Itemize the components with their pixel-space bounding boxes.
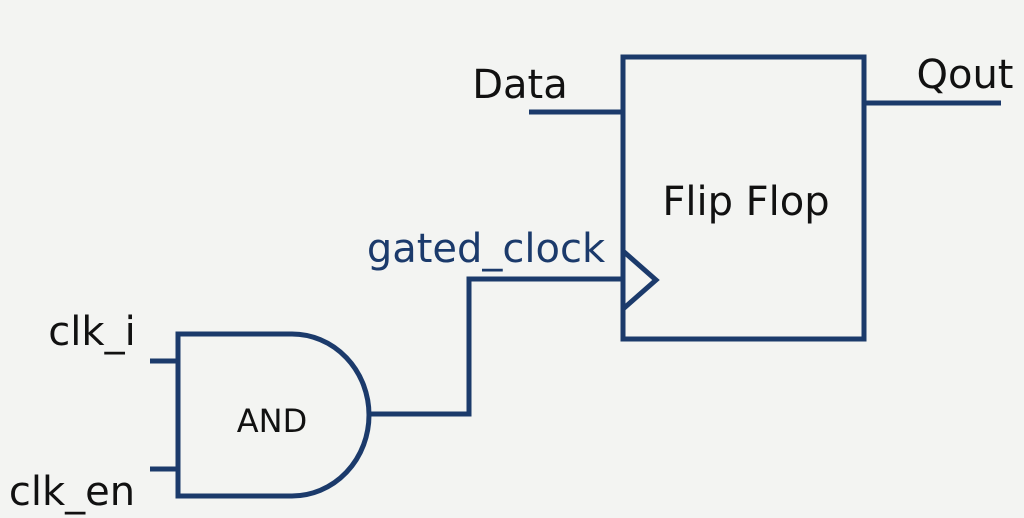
qout-label: Qout xyxy=(917,52,1014,98)
data-label: Data xyxy=(472,62,568,108)
and-gate-label: AND xyxy=(237,402,307,440)
clock-input-triangle xyxy=(621,249,660,311)
flip-flop-label: Flip Flop xyxy=(662,179,829,225)
gated-clock-wire xyxy=(371,276,623,417)
flip-flop-block xyxy=(620,54,867,342)
clk-en-label: clk_en xyxy=(9,469,135,515)
gated-clock-label: gated_clock xyxy=(367,226,606,272)
clk-i-label: clk_i xyxy=(48,309,135,355)
and-gate-block xyxy=(175,331,372,499)
